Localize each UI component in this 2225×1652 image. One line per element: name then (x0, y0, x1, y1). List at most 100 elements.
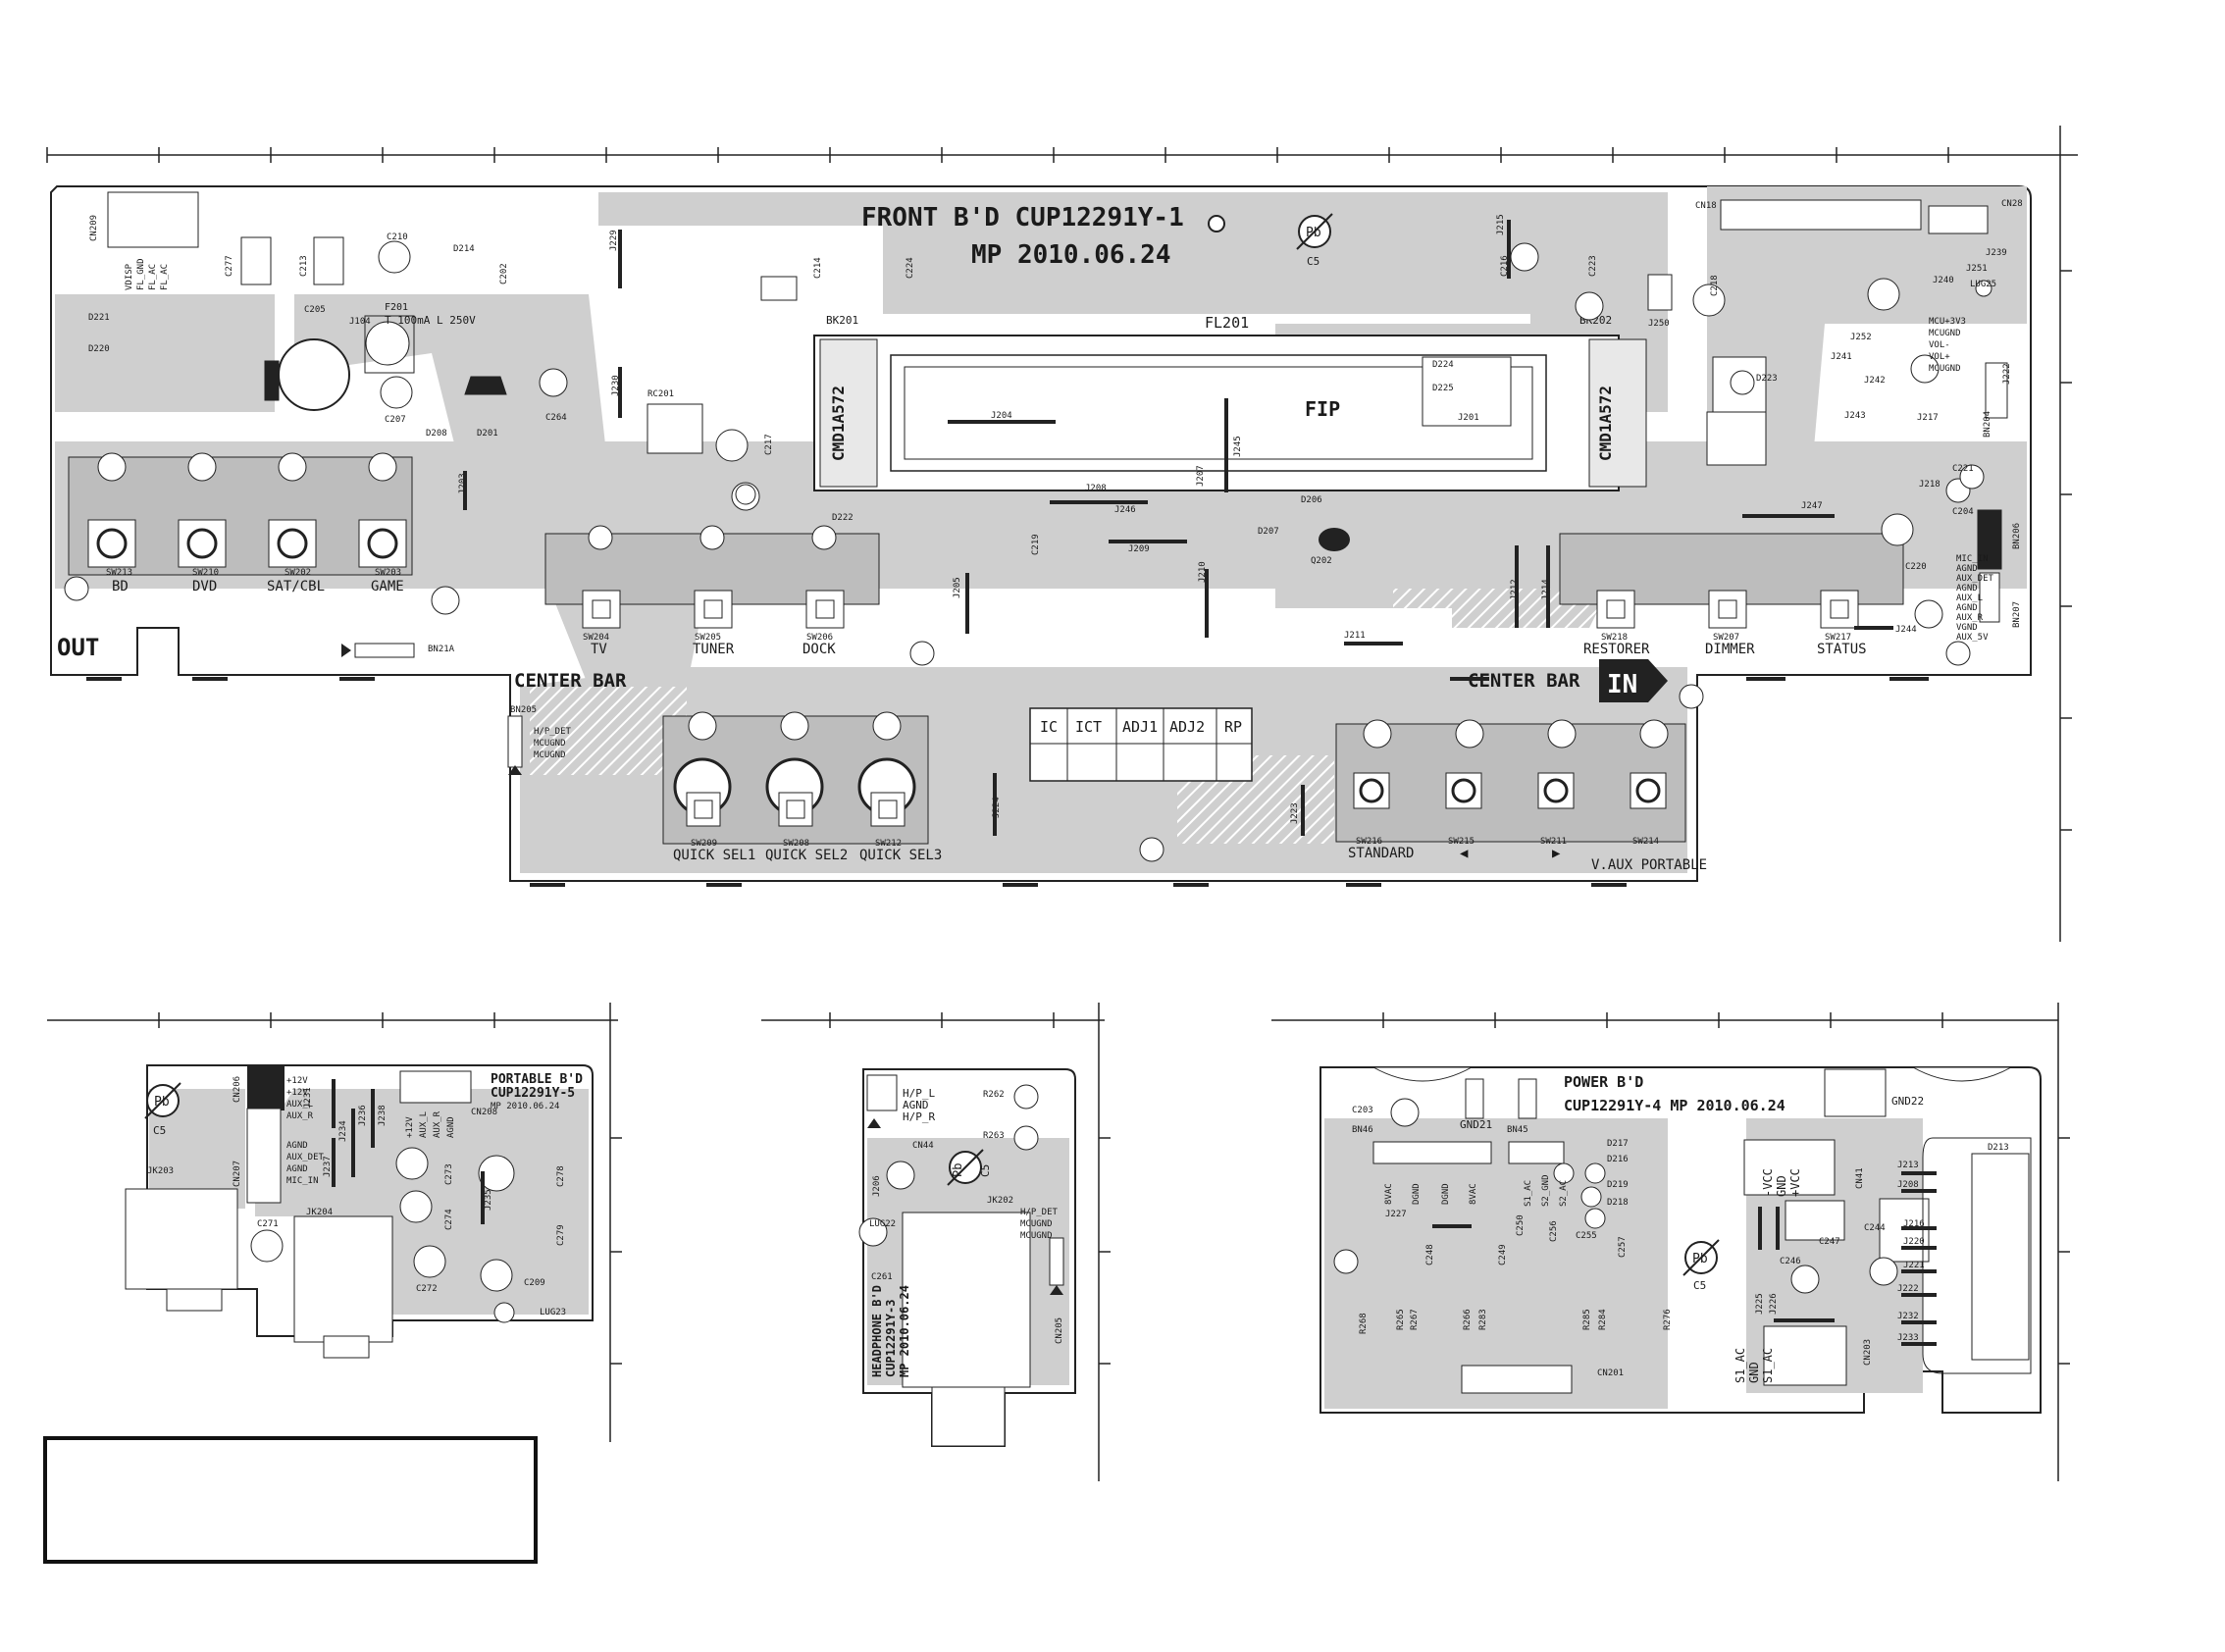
portable-board: Pb C5 PORTABLE B'D CUP12291Y-5 MP 2010.0… (125, 1064, 594, 1359)
svg-text:C5: C5 (979, 1164, 992, 1177)
svg-text:CN207: CN207 (233, 1161, 242, 1187)
svg-text:H/P_DET: H/P_DET (1020, 1208, 1059, 1217)
svg-text:J218: J218 (1919, 480, 1940, 490)
j104-label: J104 (349, 317, 371, 327)
svg-text:SW217: SW217 (1825, 633, 1851, 643)
bk-left: BK201 (826, 314, 858, 327)
svg-text:TUNER: TUNER (693, 642, 735, 657)
svg-text:BD: BD (112, 579, 129, 594)
svg-text:AUX_DET: AUX_DET (1956, 574, 1994, 584)
svg-text:RP: RP (1224, 718, 1242, 736)
svg-text:C217: C217 (764, 434, 774, 455)
power-code: CUP12291Y-4 MP 2010.06.24 (1564, 1097, 1785, 1114)
svg-text:C264: C264 (545, 413, 567, 423)
svg-text:J246: J246 (1114, 505, 1136, 515)
svg-text:D213: D213 (1988, 1143, 2009, 1153)
svg-text:8VAC: 8VAC (1384, 1183, 1394, 1205)
mid-switch-bank: SW204 TV SW205 TUNER SW206 DOCK (544, 525, 880, 657)
svg-text:MIC_IN: MIC_IN (286, 1176, 319, 1186)
svg-text:J251: J251 (1966, 264, 1988, 274)
pb-icon: Pb C5 (947, 1149, 992, 1186)
svg-text:C249: C249 (1498, 1244, 1508, 1265)
portable-code: CUP12291Y-5 (491, 1086, 575, 1101)
svg-text:R276: R276 (1663, 1309, 1673, 1330)
svg-text:GND: GND (1775, 1175, 1788, 1197)
svg-text:H/P_DET: H/P_DET (534, 727, 572, 737)
svg-text:-VCC: -VCC (1761, 1168, 1775, 1197)
svg-text:C279: C279 (556, 1224, 566, 1246)
svg-text:D208: D208 (426, 429, 447, 439)
svg-text:S1_AC: S1_AC (1733, 1348, 1747, 1383)
svg-text:CN206: CN206 (233, 1076, 242, 1103)
svg-text:J208: J208 (1897, 1180, 1919, 1190)
cn18-label: CN18 (1695, 201, 1717, 211)
cmd-left: CMD1A572 (829, 386, 848, 461)
svg-text:DOCK: DOCK (802, 642, 836, 657)
c205-label: C205 (304, 305, 326, 315)
power-refs: C203 C248 C249 C250 C256 C255 C257 C246 … (1352, 1106, 1925, 1343)
svg-text:C255: C255 (1576, 1231, 1597, 1241)
svg-text:◀: ◀ (1460, 846, 1469, 861)
cn209-label: CN209 (89, 215, 99, 241)
svg-text:C221: C221 (1952, 464, 1974, 474)
bn204-label: BN204 (1983, 411, 1992, 438)
svg-text:MCUGND: MCUGND (1929, 329, 1961, 338)
svg-text:D220: D220 (88, 344, 110, 354)
svg-text:BN45: BN45 (1507, 1125, 1528, 1135)
svg-text:C213: C213 (299, 255, 309, 277)
svg-text:CN203: CN203 (1863, 1339, 1873, 1366)
svg-text:J247: J247 (1801, 501, 1823, 511)
svg-text:AUX_L: AUX_L (1956, 594, 1983, 603)
bn206-label: BN206 (2012, 523, 2022, 549)
front-date: MP 2010.06.24 (971, 240, 1171, 270)
svg-text:AUX_R: AUX_R (433, 1110, 442, 1138)
svg-text:D218: D218 (1607, 1198, 1629, 1208)
svg-text:C202: C202 (499, 263, 509, 284)
svg-text:+12V: +12V (286, 1076, 308, 1086)
svg-text:CN44: CN44 (912, 1141, 934, 1151)
svg-text:Pb: Pb (1692, 1252, 1708, 1266)
svg-text:LUG23: LUG23 (540, 1308, 566, 1317)
svg-text:C256: C256 (1549, 1220, 1559, 1242)
pb-icon: Pb C5 (144, 1082, 181, 1137)
svg-text:J232: J232 (1897, 1312, 1919, 1321)
svg-text:R268: R268 (1359, 1313, 1369, 1334)
quick-switch-bank: SW209 QUICK SEL1 SW208 QUICK SEL2 SW212 … (662, 711, 942, 863)
svg-text:C244: C244 (1864, 1223, 1886, 1233)
svg-text:J208: J208 (1085, 484, 1107, 493)
svg-text:VOL-: VOL- (1929, 340, 1950, 350)
svg-text:FL_AC: FL_AC (160, 264, 170, 290)
svg-text:R262: R262 (983, 1090, 1005, 1100)
svg-text:CN201: CN201 (1597, 1368, 1624, 1378)
svg-text:MCUGND: MCUGND (534, 750, 566, 760)
lug25-label: LUG25 (1970, 280, 1996, 289)
svg-text:R285: R285 (1582, 1309, 1592, 1330)
headphone-board: Pb C5 HEADPHONE B'D CUP12291Y-3 MP 2010.… (858, 1068, 1076, 1447)
svg-text:C223: C223 (1588, 255, 1598, 277)
svg-text:J240: J240 (1933, 276, 1954, 285)
svg-text:SW212: SW212 (875, 839, 902, 849)
svg-text:J242: J242 (1864, 376, 1886, 386)
svg-text:C277: C277 (225, 255, 234, 277)
svg-text:D221: D221 (88, 313, 110, 323)
svg-text:J209: J209 (1128, 544, 1150, 554)
svg-text:J235: J235 (484, 1189, 493, 1211)
svg-text:CN41: CN41 (1855, 1167, 1865, 1189)
svg-text:D224: D224 (1432, 360, 1454, 370)
fuse-label: F201 (385, 302, 408, 313)
svg-text:J213: J213 (1897, 1161, 1919, 1170)
svg-text:ICT: ICT (1075, 718, 1102, 736)
svg-text:AGND: AGND (446, 1116, 456, 1138)
cmd-right: CMD1A572 (1596, 386, 1615, 461)
in-arrow-icon: IN (1599, 659, 1704, 709)
svg-text:SW213: SW213 (106, 568, 132, 578)
svg-text:R267: R267 (1410, 1309, 1420, 1330)
svg-text:J236: J236 (358, 1105, 368, 1126)
svg-text:DVD: DVD (192, 579, 217, 594)
portable-refs: C271 C272 C273 C274 C278 C279 C209 J231 … (257, 1087, 566, 1294)
front-board: FRONT B'D CUP12291Y-1 MP 2010.06.24 Pb C… (50, 185, 2032, 887)
svg-text:C214: C214 (813, 257, 823, 279)
svg-text:SW207: SW207 (1713, 633, 1739, 643)
svg-text:R263: R263 (983, 1131, 1005, 1141)
svg-text:MCUGND: MCUGND (1929, 364, 1961, 374)
